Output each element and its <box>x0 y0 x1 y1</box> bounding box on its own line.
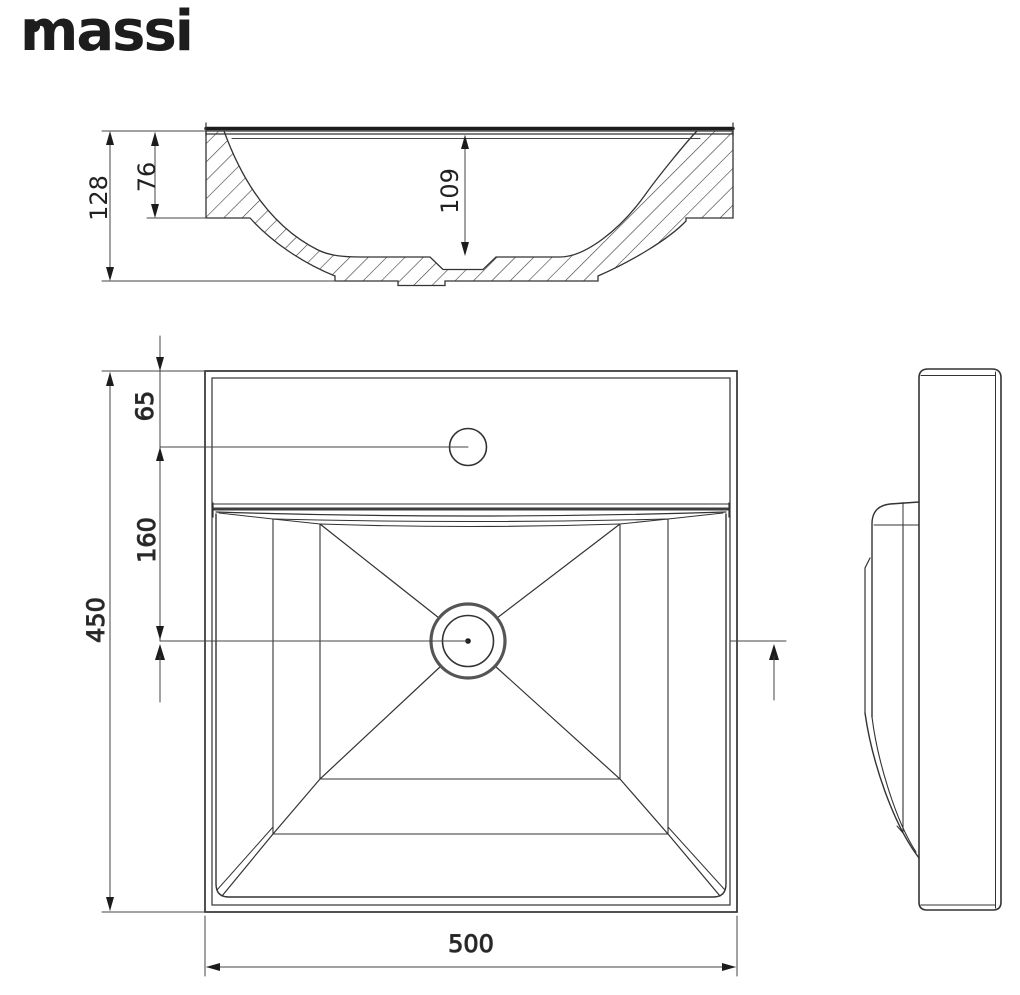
bulge-bottom-inner-curve <box>871 716 917 853</box>
bulge-bottom-outer-curve <box>864 712 920 859</box>
dim-section-overall-height-label: 128 <box>85 175 113 221</box>
dim-plan-back-to-tap-label: 65 <box>131 391 159 422</box>
dimension-128 <box>101 130 336 282</box>
drain-diagonal-top-right <box>496 523 621 619</box>
side-view <box>864 368 1002 911</box>
brand-logo: massi <box>20 4 194 60</box>
dim-plan-tap-to-drain-label: 160 <box>133 517 161 563</box>
dimension-109 <box>461 135 469 256</box>
dim-section-rim-to-ledge-label: 76 <box>133 162 161 193</box>
section-ceramic-hatch <box>205 130 734 287</box>
slope-contour-1 <box>272 518 669 835</box>
dim-plan-overall-depth-label: 450 <box>82 597 110 643</box>
dimension-500 <box>204 915 738 977</box>
dimension-160 <box>156 447 164 640</box>
dimension-76 <box>146 132 207 219</box>
corner-chamfer-double-bl <box>216 826 274 891</box>
bulge-curve-tick <box>896 825 904 834</box>
bulge-top-outer <box>871 501 920 718</box>
dim-section-rim-to-bottom-label: 109 <box>436 168 464 214</box>
dim-plan-overall-width-label: 500 <box>448 930 494 958</box>
drain-diagonal-bottom-right <box>494 665 721 897</box>
section-view: 128 76 109 <box>85 122 735 287</box>
drain-diagonal-bottom-left <box>221 665 442 897</box>
dimension-450 <box>101 370 206 913</box>
drain-level-arrow-right <box>769 644 779 660</box>
basin-opening-top-edge <box>215 511 727 517</box>
plan-view: 450 65 160 500 <box>82 335 787 977</box>
slope-contour-2 <box>319 523 621 780</box>
dimension-65 <box>156 335 164 642</box>
drain-level-arrow-left <box>155 644 165 660</box>
brand-logo-dot-icon <box>29 21 40 32</box>
side-outer-rect <box>918 368 1002 911</box>
section-rim-end-ticks <box>205 122 734 137</box>
brand-logo-text: massi <box>20 0 194 64</box>
corner-connector-top-left <box>218 512 321 525</box>
corner-chamfer-double-br <box>667 826 726 891</box>
shelf-end-hooks <box>212 502 730 518</box>
drain-diagonal-top-left <box>319 523 440 619</box>
basin-opening-outline <box>215 513 727 898</box>
corner-connector-top-right <box>619 512 724 525</box>
bulge-left-outer <box>864 557 871 714</box>
